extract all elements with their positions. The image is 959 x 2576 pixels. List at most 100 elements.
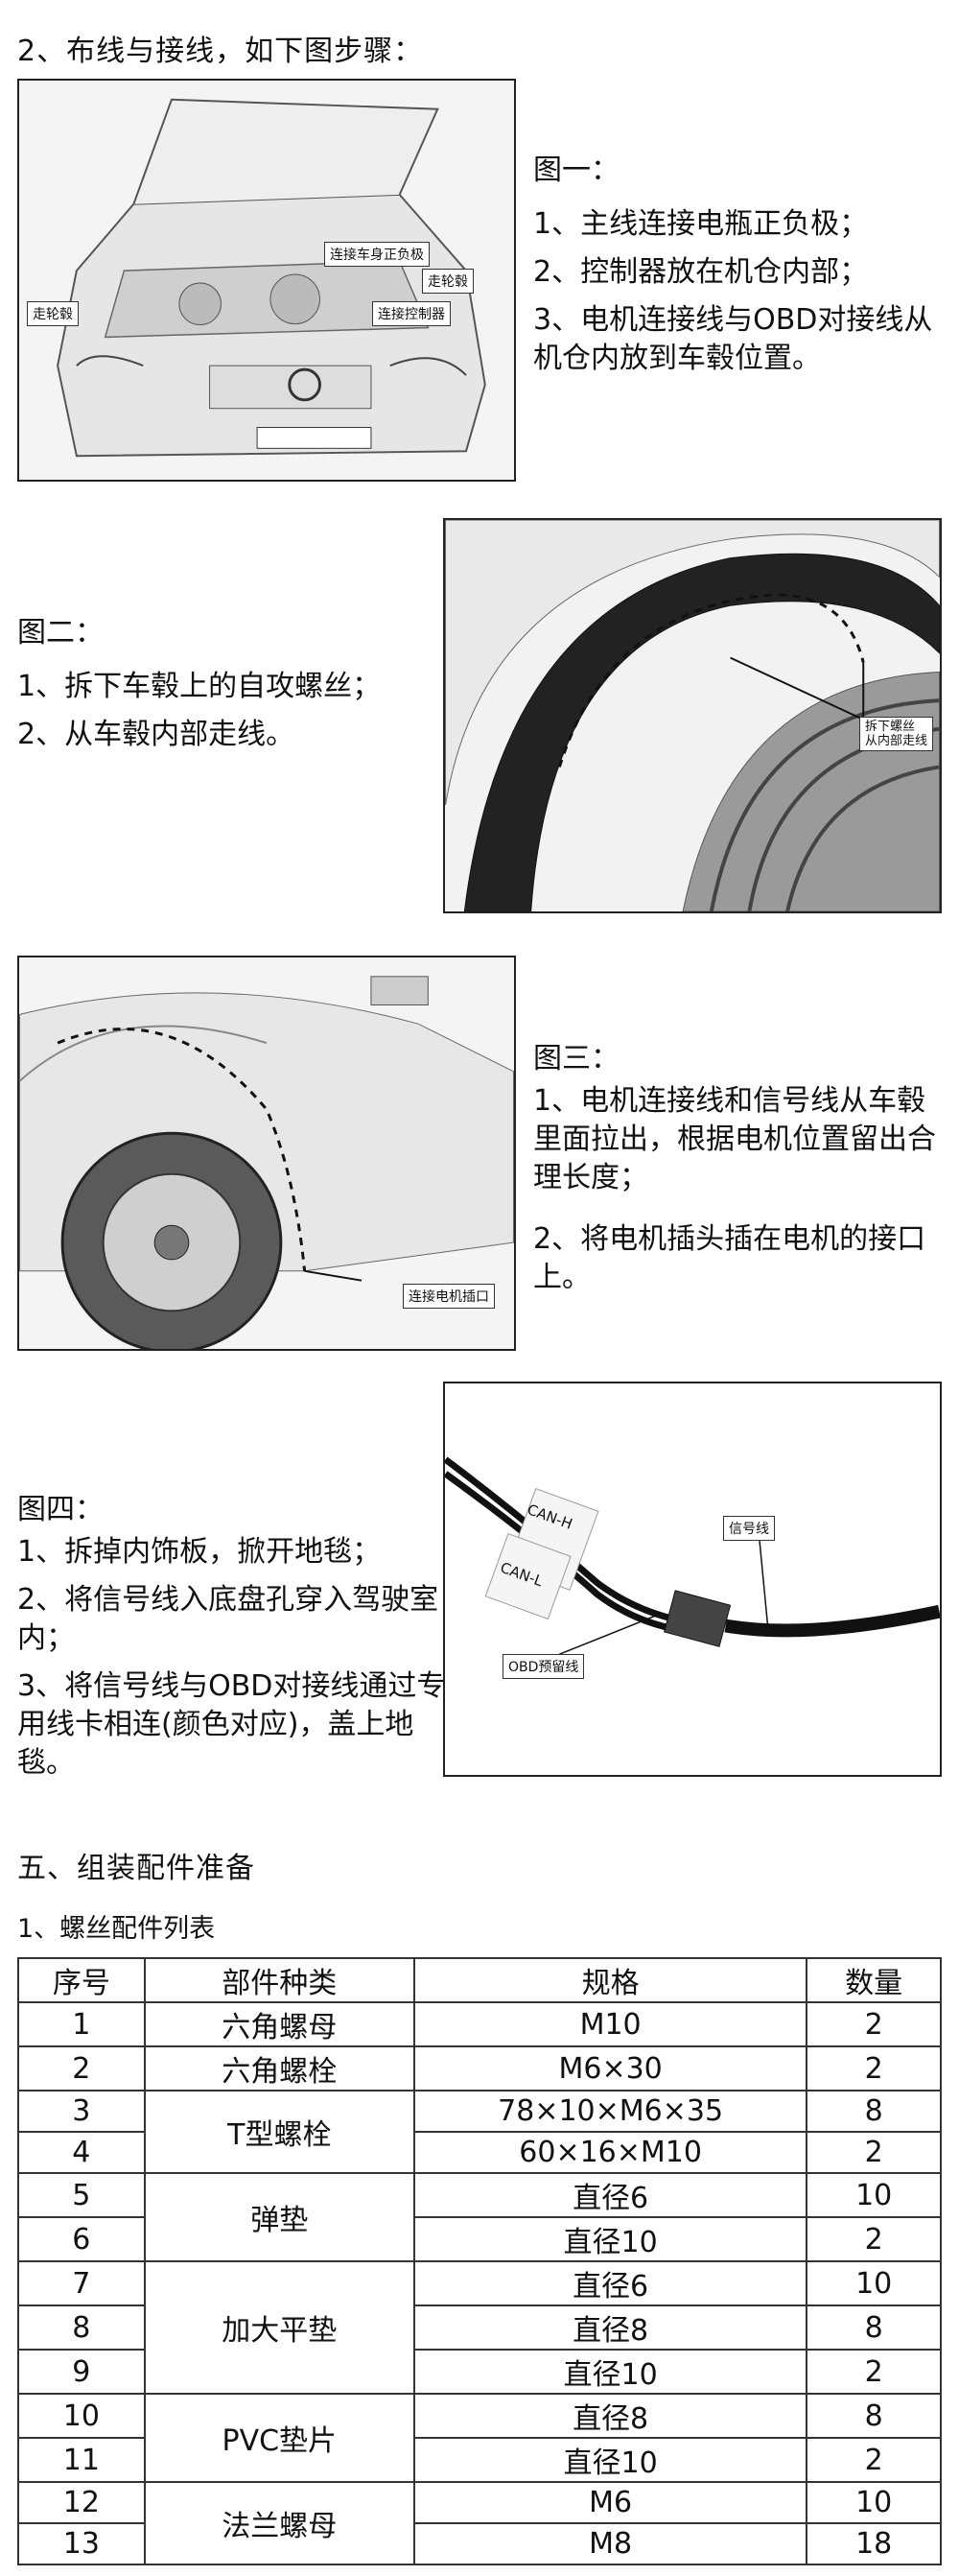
cell-type: PVC垫片 xyxy=(143,2393,415,2483)
cell-spec: M6 xyxy=(412,2481,808,2524)
cell-index: 9 xyxy=(17,2349,146,2395)
cell-spec: 直径10 xyxy=(412,2216,808,2262)
section-title: 2、布线与接线，如下图步骤： xyxy=(17,35,424,68)
step-text: 2、将电机插头插在电机的接口上。 xyxy=(533,1222,926,1294)
figure-4-title: 图四： xyxy=(17,1493,104,1526)
cell-spec: M10 xyxy=(412,2001,808,2047)
cell-qty: 8 xyxy=(806,2304,942,2351)
figure-3-image: 连接电机插口 xyxy=(17,956,516,1351)
figure-3-label: 连接电机插口 xyxy=(403,1284,495,1309)
figure-1-label: 走轮毂 xyxy=(27,301,79,326)
cell-type: 六角螺母 xyxy=(143,2001,415,2047)
cell-type: 六角螺栓 xyxy=(143,2045,415,2092)
cell-index: 6 xyxy=(17,2216,146,2262)
cell-spec: 60×16×M10 xyxy=(412,2131,808,2174)
step-text: 2、控制器放在机仓内部； xyxy=(533,255,869,289)
cell-spec: 直径10 xyxy=(412,2437,808,2483)
cell-spec: M6×30 xyxy=(412,2045,808,2092)
wheel-arch-drawing xyxy=(445,520,940,911)
cell-qty: 2 xyxy=(806,2131,942,2174)
figure-2-label: 拆下螺丝 xyxy=(865,720,916,734)
figure-2-label-box: 拆下螺丝 从内部走线 xyxy=(859,717,934,751)
section-subtitle: 1、螺丝配件列表 xyxy=(17,1914,216,1944)
step-text: 1、电机连接线和信号线从车毂里面拉出，根据电机位置留出合理长度； xyxy=(533,1084,936,1194)
cell-index: 5 xyxy=(17,2172,146,2218)
cell-index: 12 xyxy=(17,2481,146,2524)
cell-index: 7 xyxy=(17,2260,146,2306)
cell-spec: 78×10×M6×35 xyxy=(412,2090,808,2133)
cell-index: 3 xyxy=(17,2090,146,2133)
cell-qty: 10 xyxy=(806,2172,942,2218)
cell-index: 2 xyxy=(17,2045,146,2092)
cell-index: 10 xyxy=(17,2393,146,2439)
table-header-row: 序号 部件种类 规格 数量 xyxy=(17,1957,942,2003)
figure-4-label: 信号线 xyxy=(723,1516,775,1541)
step-text: 1、主线连接电瓶正负极； xyxy=(533,207,869,241)
cell-type: T型螺栓 xyxy=(143,2090,415,2174)
cell-qty: 18 xyxy=(806,2522,942,2565)
cell-spec: 直径10 xyxy=(412,2349,808,2395)
step-text: 2、将信号线入底盘孔穿入驾驶室内； xyxy=(17,1583,439,1655)
figure-4-image: CAN-H CAN-L 信号线 OBD预留线 xyxy=(443,1382,942,1777)
step-text: 1、拆掉内饰板，掀开地毯； xyxy=(17,1535,382,1569)
cell-type: 弹垫 xyxy=(143,2172,415,2262)
cable-connector-drawing xyxy=(445,1383,940,1775)
figure-3-title: 图三： xyxy=(533,1042,620,1075)
step-text: 3、电机连接线与OBD对接线从机仓内放到车毂位置。 xyxy=(533,303,933,375)
cell-qty: 2 xyxy=(806,2437,942,2483)
cell-qty: 8 xyxy=(806,2090,942,2133)
step-text: 3、将信号线与OBD对接线通过专用线卡相连(颜色对应)，盖上地毯。 xyxy=(17,1669,446,1780)
cell-spec: 直径6 xyxy=(412,2260,808,2306)
figure-1-text: 图一： 1、主线连接电瓶正负极； 2、控制器放在机仓内部； 3、电机连接线与OB… xyxy=(533,146,936,388)
car-side-wheel-drawing xyxy=(19,957,514,1349)
cell-qty: 2 xyxy=(806,2216,942,2262)
cell-qty: 2 xyxy=(806,2349,942,2395)
figure-2-title: 图二： xyxy=(17,616,104,650)
figure-4-label: OBD预留线 xyxy=(503,1654,585,1679)
column-header: 规格 xyxy=(412,1957,808,2003)
step-text: 1、拆下车毂上的自攻螺丝； xyxy=(17,670,382,703)
cell-type: 法兰螺母 xyxy=(143,2481,415,2565)
figure-1-label: 连接车身正负极 xyxy=(324,242,430,267)
cell-spec: M8 xyxy=(412,2522,808,2565)
cell-index: 4 xyxy=(17,2131,146,2174)
cell-type: 加大平垫 xyxy=(143,2260,415,2395)
figure-2-text: 图二： 1、拆下车毂上的自攻螺丝； 2、从车毂内部走线。 xyxy=(17,608,449,764)
cell-spec: 直径8 xyxy=(412,2304,808,2351)
figure-1-label: 走轮毂 xyxy=(422,269,474,294)
cell-qty: 10 xyxy=(806,2260,942,2306)
column-header: 序号 xyxy=(17,1957,146,2003)
cell-qty: 8 xyxy=(806,2393,942,2439)
section-title: 五、组装配件准备 xyxy=(17,1852,255,1885)
figure-1-image: 连接车身正负极 走轮毂 走轮毂 连接控制器 xyxy=(17,79,516,482)
cell-index: 11 xyxy=(17,2437,146,2483)
cell-qty: 10 xyxy=(806,2481,942,2524)
figure-1-title: 图一： xyxy=(533,154,620,187)
column-header: 部件种类 xyxy=(143,1957,415,2003)
figure-1-label: 连接控制器 xyxy=(372,301,451,326)
step-text: 2、从车毂内部走线。 xyxy=(17,718,295,751)
figure-2-image: 拆下螺丝 从内部走线 xyxy=(443,518,942,913)
cell-index: 8 xyxy=(17,2304,146,2351)
cell-qty: 2 xyxy=(806,2045,942,2092)
figure-3-text: 图三： 1、电机连接线和信号线从车毂里面拉出，根据电机位置留出合理长度； 2、将… xyxy=(533,1034,936,1307)
figure-2-label: 从内部走线 xyxy=(865,734,928,748)
column-header: 数量 xyxy=(806,1957,942,2003)
figure-4-text: 图四： 1、拆掉内饰板，掀开地毯； 2、将信号线入底盘孔穿入驾驶室内； 3、将信… xyxy=(17,1485,449,1792)
cell-spec: 直径8 xyxy=(412,2393,808,2439)
